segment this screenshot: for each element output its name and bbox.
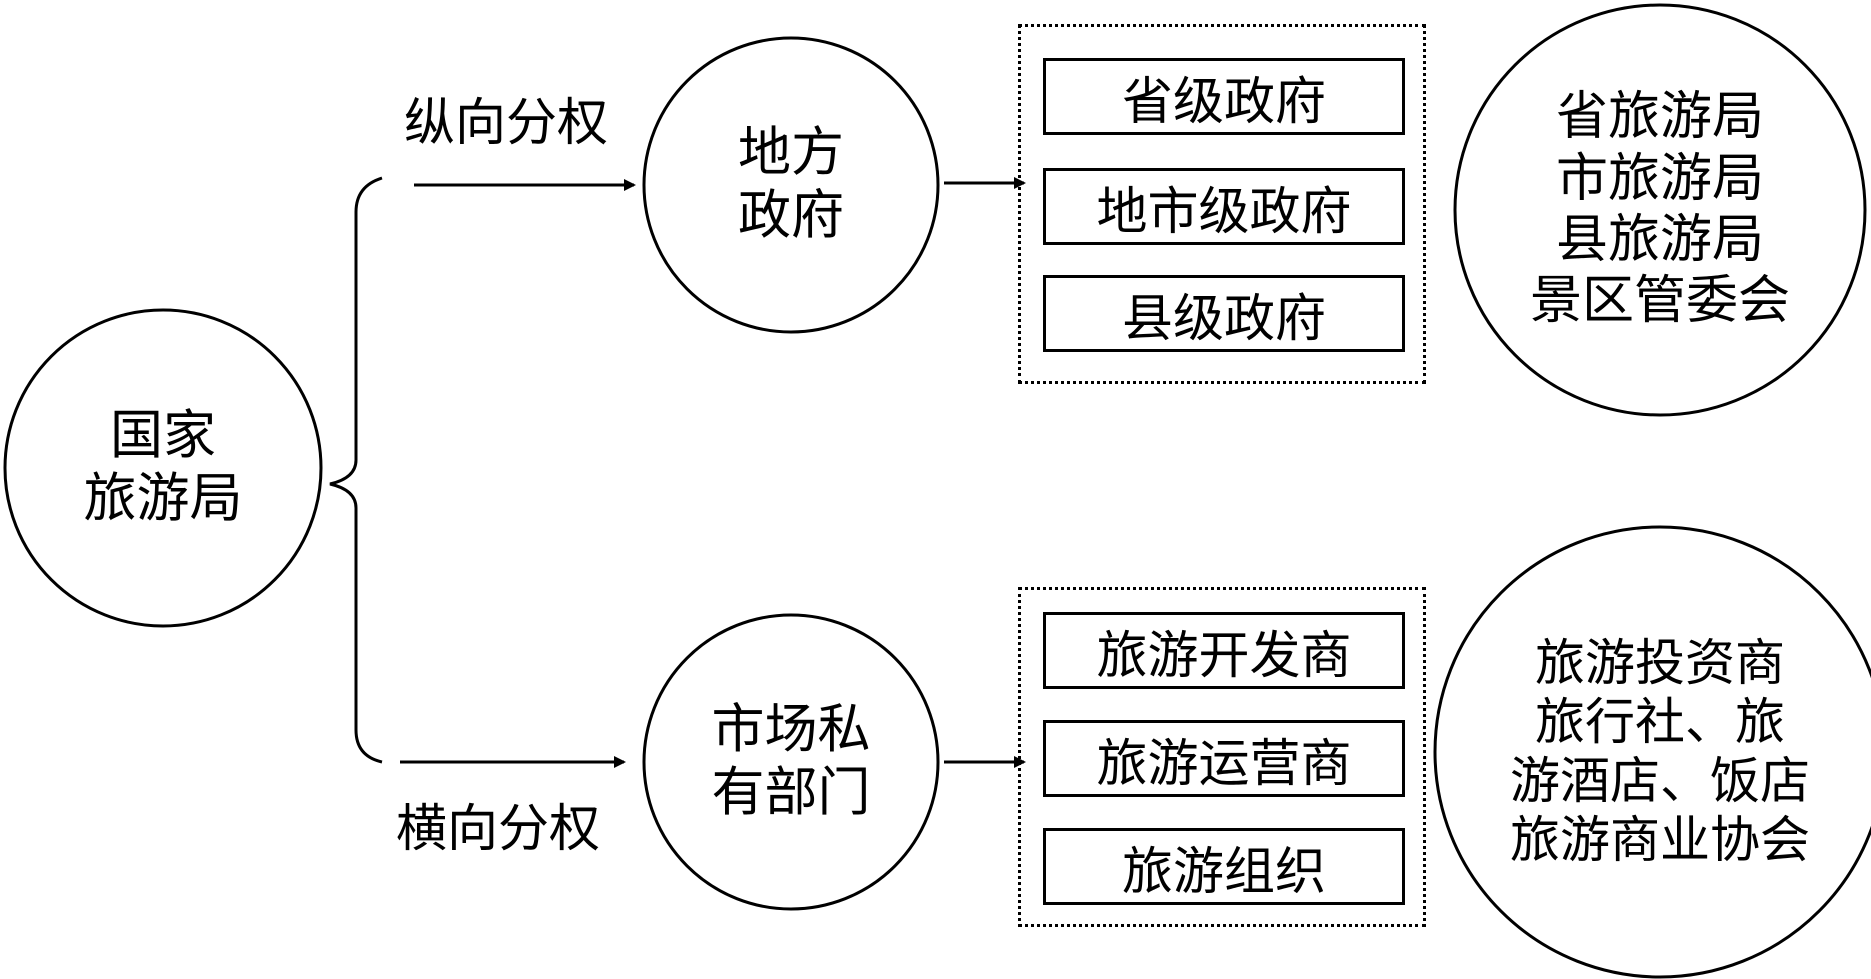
gov-level-box: 省级政府 — [1043, 58, 1405, 135]
market-circle — [642, 613, 940, 911]
entity-line: 旅游投资商 — [1535, 634, 1785, 692]
market-type-box: 旅游组织 — [1043, 828, 1405, 905]
market-types-group — [1018, 587, 1426, 927]
market-line-2: 有部门 — [711, 762, 871, 823]
branch-brace — [329, 176, 383, 764]
horizontal-decentralization-label: 横向分权 — [395, 800, 600, 859]
market-type-box: 旅游开发商 — [1043, 612, 1405, 689]
vertical-decentralization-label: 纵向分权 — [403, 94, 608, 153]
tourism-bureaus-node: 省旅游局 市旅游局 县旅游局 景区管委会 — [1456, 6, 1864, 414]
market-type-box: 旅游运营商 — [1043, 720, 1405, 797]
bureau-line: 县旅游局 — [1555, 210, 1764, 270]
entity-line: 游酒店、饭店 — [1510, 752, 1810, 810]
market-node: 市场私 有部门 — [644, 615, 938, 909]
local-gov-node: 地方 政府 — [644, 38, 938, 332]
root-line-2: 旅游局 — [83, 468, 243, 529]
root-circle — [3, 308, 323, 628]
local-gov-line-2: 政府 — [738, 185, 844, 246]
tourism-bureaus-circle — [1453, 3, 1867, 417]
root-line-1: 国家 — [110, 405, 216, 467]
bureau-line: 市旅游局 — [1555, 148, 1764, 209]
local-gov-line-1: 地方 — [738, 122, 844, 184]
market-entities-circle — [1433, 525, 1871, 979]
entity-line: 旅游商业协会 — [1510, 811, 1810, 869]
market-line-1: 市场私 — [711, 699, 871, 761]
root-node: 国家 旅游局 — [5, 310, 321, 626]
bureau-line: 省旅游局 — [1555, 87, 1764, 148]
gov-level-box: 地市级政府 — [1043, 168, 1405, 245]
entity-line: 旅行社、旅 — [1535, 693, 1785, 751]
bureau-line: 景区管委会 — [1529, 271, 1790, 332]
gov-levels-group — [1018, 24, 1426, 384]
gov-level-box: 县级政府 — [1043, 275, 1405, 352]
market-entities-node: 旅游投资商 旅行社、旅 游酒店、饭店 旅游商业协会 — [1436, 528, 1871, 976]
local-gov-circle — [642, 36, 940, 334]
